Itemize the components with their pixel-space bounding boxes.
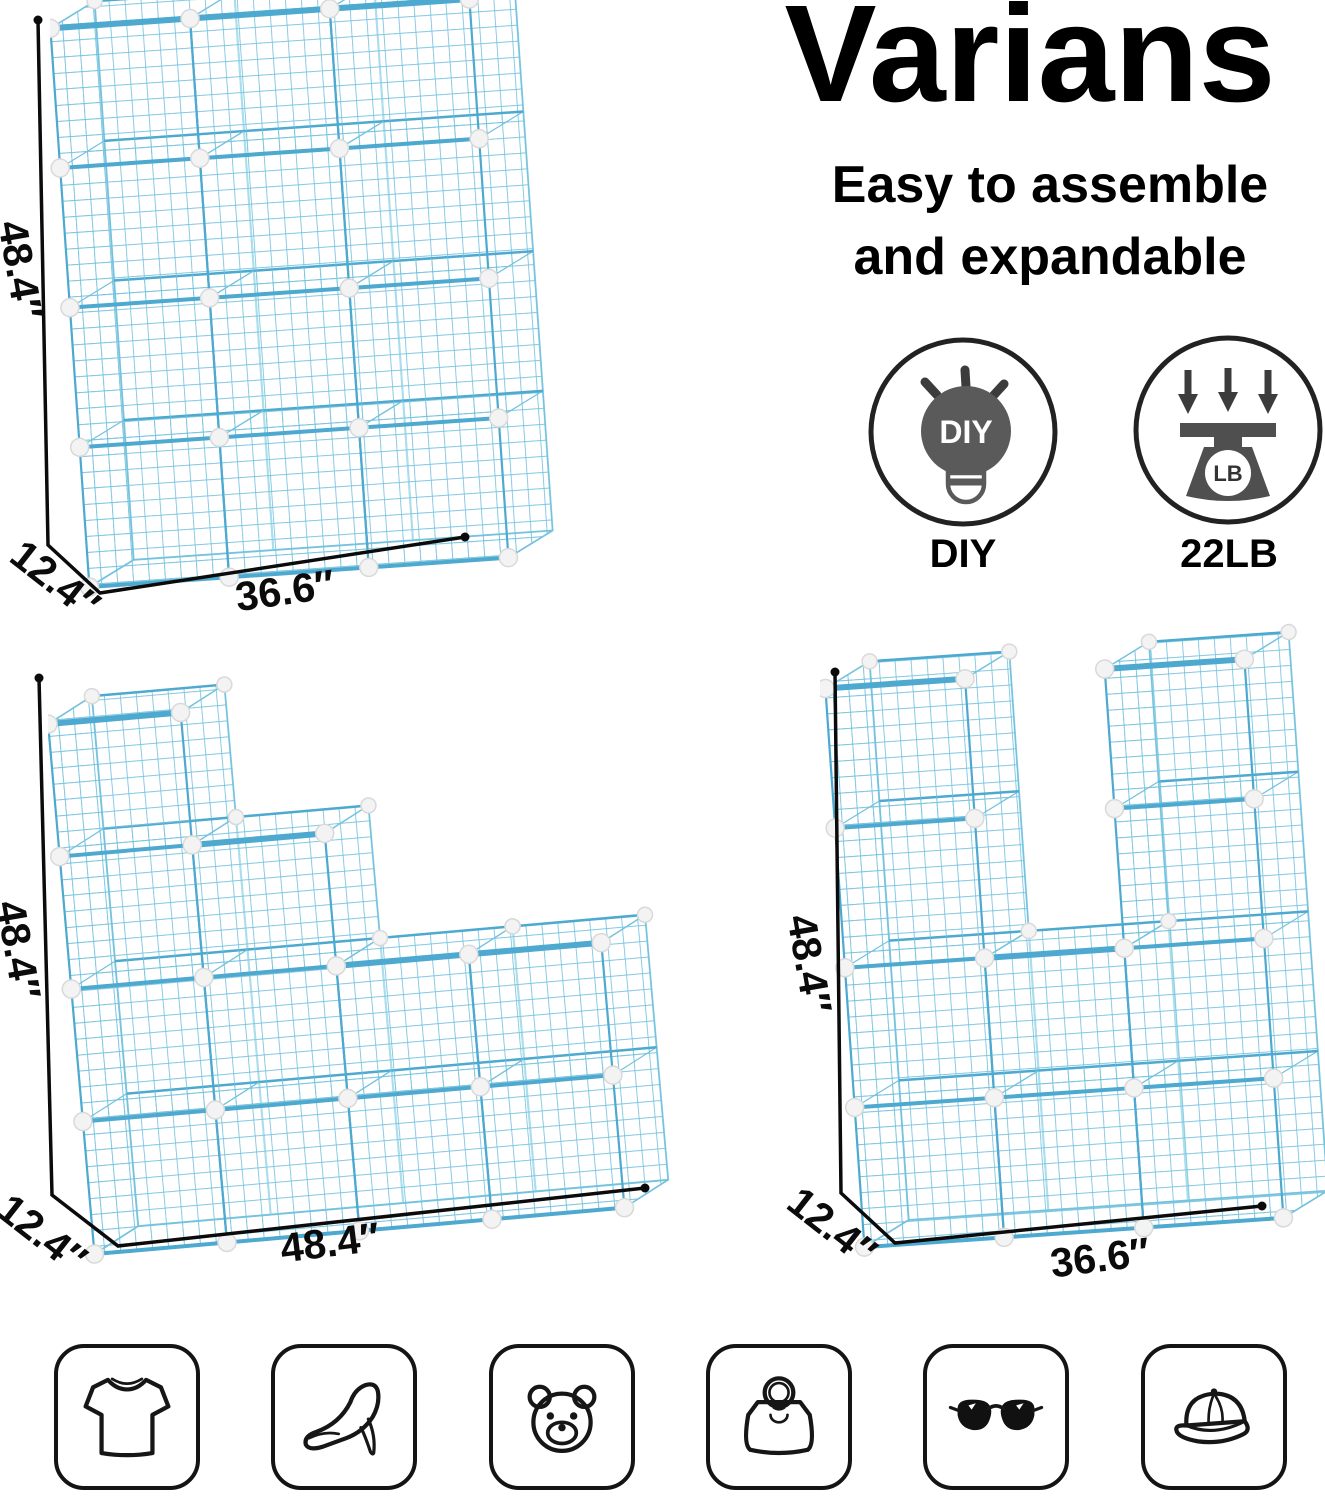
- baseball-cap-icon: [1174, 1388, 1250, 1445]
- category-card-sunglasses: [923, 1344, 1069, 1490]
- brand-title: Varians: [784, 0, 1276, 131]
- tshirt-icon: [83, 1377, 171, 1458]
- high-heel-icon: [303, 1382, 381, 1456]
- brand-subtitle-line1: Easy to assemble: [831, 156, 1269, 214]
- diy-bulb-text: DIY: [939, 414, 992, 450]
- feature-max-load-label: 22LB: [1180, 532, 1278, 576]
- sunglasses-icon: [948, 1399, 1044, 1431]
- unit1-height-label: 48.4″: [0, 216, 52, 323]
- brand-subtitle: Easy to assemble and expandable: [790, 150, 1310, 294]
- scale-lb-text: LB: [1213, 461, 1242, 486]
- category-card-high-heel: [271, 1344, 417, 1490]
- teddy-bear-icon: [527, 1384, 597, 1454]
- unit2-height-label: 48.4″: [0, 896, 50, 1003]
- brand-subtitle-line2: and expandable: [853, 227, 1247, 286]
- wire-grid-unit-double-tower: [820, 623, 1325, 1257]
- wire-grid-unit-3x4: [50, 0, 554, 597]
- category-card-baseball-cap: [1141, 1344, 1287, 1490]
- handbag-icon: [743, 1376, 815, 1456]
- wire-grid-unit-staircase: [48, 676, 670, 1264]
- category-card-teddy-bear: [489, 1344, 635, 1490]
- feature-diy-label: DIY: [929, 532, 997, 576]
- diy-lightbulb-icon: DIY: [868, 337, 1058, 527]
- category-card-handbag: [706, 1344, 852, 1490]
- category-card-tshirt: [54, 1344, 200, 1490]
- feature-max-load: LB: [1128, 330, 1325, 535]
- feature-diy: DIY: [863, 332, 1063, 537]
- weight-scale-icon: LB: [1133, 335, 1323, 525]
